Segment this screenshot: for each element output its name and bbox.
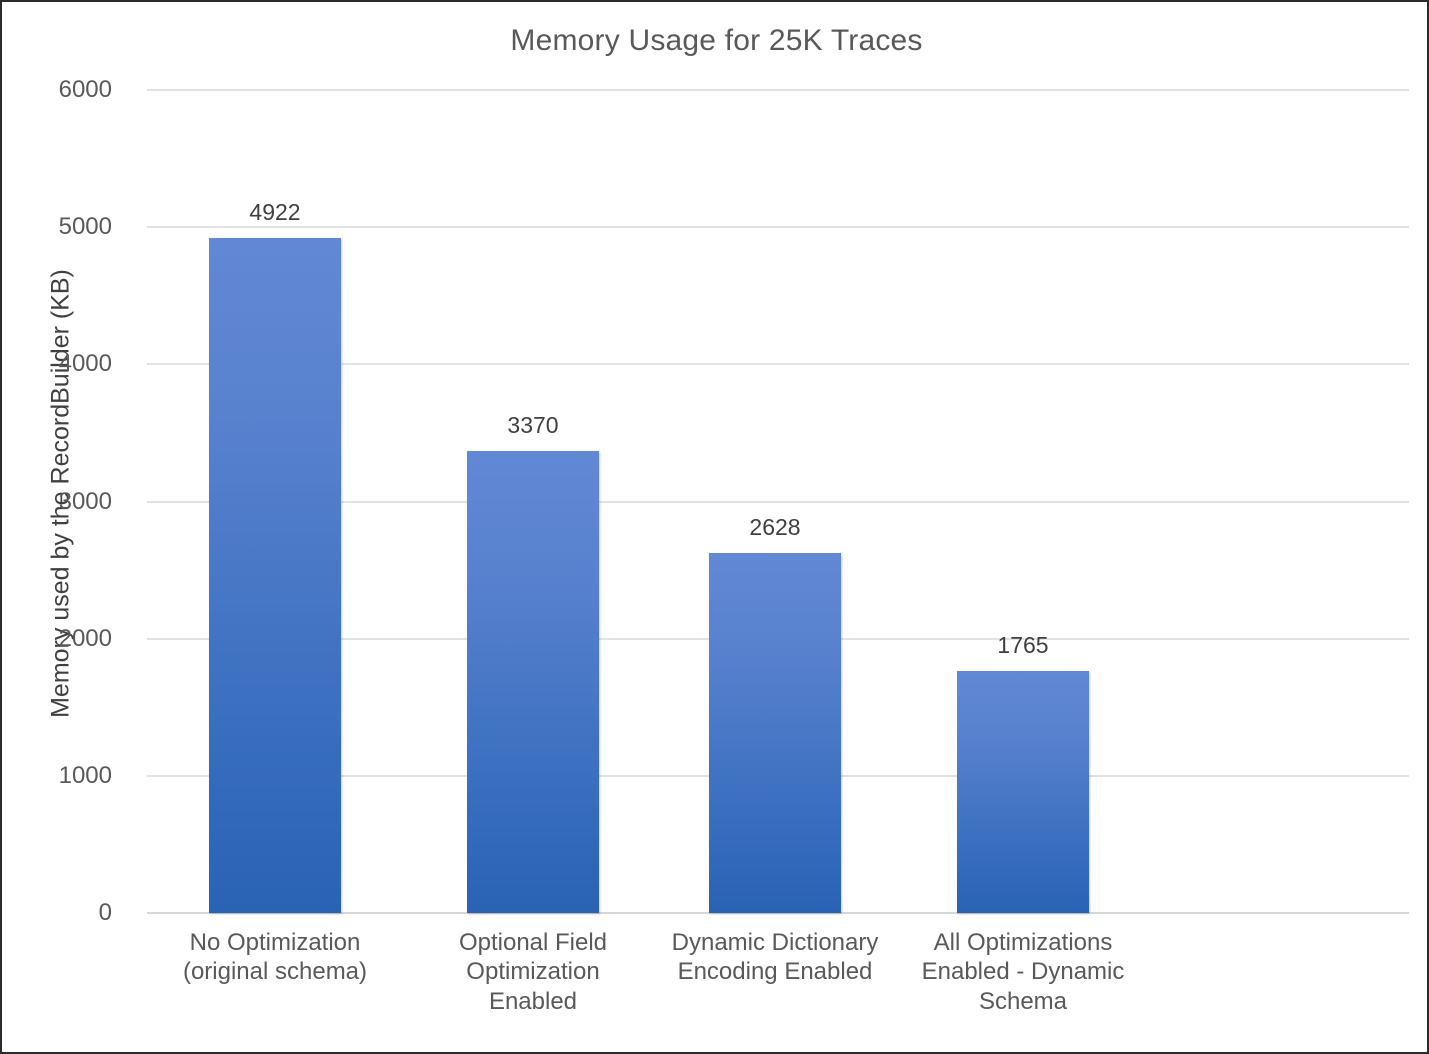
y-tick-label-0: 0 xyxy=(98,899,112,926)
gridline-6000 xyxy=(147,89,1409,91)
bar-4[interactable] xyxy=(957,670,1089,913)
y-tick-label-1000: 1000 xyxy=(58,761,112,789)
y-tick-label-3000: 3000 xyxy=(58,487,112,515)
bar-2[interactable] xyxy=(467,450,599,913)
chart-title: Memory Usage for 25K Traces xyxy=(510,24,923,57)
x-axis-label-1: No Optimization (original schema) xyxy=(182,929,368,986)
gridline-3000 xyxy=(147,500,1409,503)
y-tick-label-6000: 6000 xyxy=(58,76,112,103)
y-tick-label-5000: 5000 xyxy=(58,213,112,241)
bar-value-label-1: 4922 xyxy=(249,198,301,225)
y-tick-label-4000: 4000 xyxy=(58,350,112,378)
x-axis-label-3: Dynamic Dictionary Encoding Enabled xyxy=(671,929,879,986)
bar-3[interactable] xyxy=(709,552,841,913)
x-axis-label-4: All Optimizations Enabled - Dynamic Sche… xyxy=(921,929,1125,1015)
gridline-5000 xyxy=(147,226,1409,229)
y-tick-label-2000: 2000 xyxy=(58,624,112,652)
plot-area: 0 1000 2000 3000 4000 5000 6000 4922 3370 2628 176… xyxy=(59,78,1409,925)
bar-1[interactable] xyxy=(209,237,341,913)
gridline-0 xyxy=(147,912,1409,914)
bar-value-label-4: 1765 xyxy=(997,631,1049,658)
bar-value-label-3: 2628 xyxy=(749,513,801,540)
bar-value-label-2: 3370 xyxy=(507,411,559,438)
x-axis-label-2: Optional Field Optimization Enabled xyxy=(458,929,608,1015)
gridline-4000 xyxy=(147,363,1409,366)
